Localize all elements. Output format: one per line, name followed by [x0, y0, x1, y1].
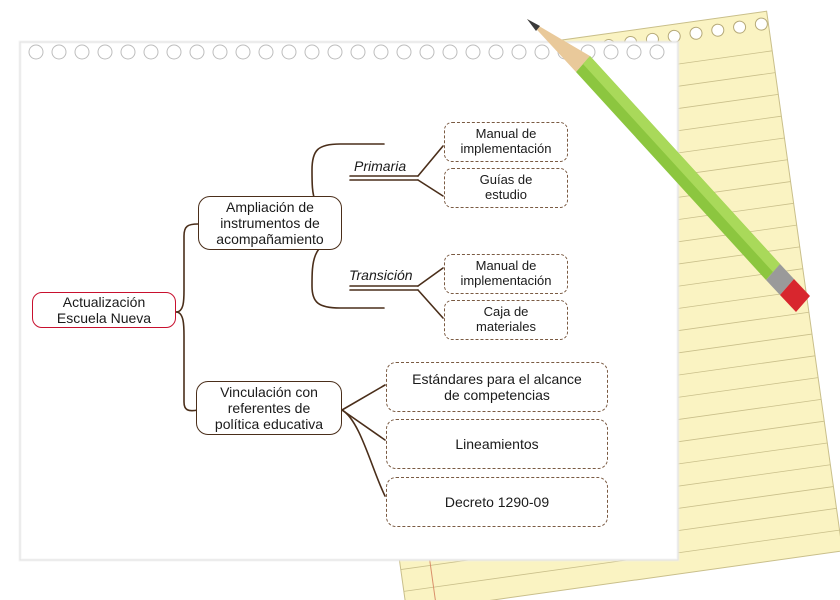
binding-hole	[120, 44, 136, 60]
binding-hole	[212, 44, 228, 60]
binding-hole	[189, 44, 205, 60]
binding-hole	[442, 44, 458, 60]
branch-ampliacion-node: Ampliación de instrumentos de acompañami…	[198, 196, 342, 250]
leaf-primaria-guias: Guías de estudio	[444, 168, 568, 208]
binding-hole	[166, 44, 182, 60]
binding-hole	[511, 44, 527, 60]
binding-hole	[74, 44, 90, 60]
binding-hole	[51, 44, 67, 60]
binding-hole	[649, 44, 665, 60]
leaf-primaria-manual: Manual de implementación	[444, 122, 568, 162]
label-transicion: Transición	[349, 267, 413, 283]
binding-hole	[626, 44, 642, 60]
binding-hole	[603, 44, 619, 60]
binding-hole	[235, 44, 251, 60]
leaf-transicion-manual: Manual de implementación	[444, 254, 568, 294]
binding-hole	[419, 44, 435, 60]
binding-hole	[327, 44, 343, 60]
binding-hole	[396, 44, 412, 60]
binding-hole	[304, 44, 320, 60]
binding-hole	[488, 44, 504, 60]
leaf-transicion-caja: Caja de materiales	[444, 300, 568, 340]
pencil-icon	[527, 19, 810, 312]
leaf-estandares: Estándares para el alcance de competenci…	[386, 362, 608, 412]
leaf-decreto: Decreto 1290-09	[386, 477, 608, 527]
binding-hole	[373, 44, 389, 60]
binding-hole	[281, 44, 297, 60]
binding-hole	[534, 44, 550, 60]
binding-hole	[97, 44, 113, 60]
label-primaria: Primaria	[354, 158, 407, 174]
binding-hole	[465, 44, 481, 60]
connector-lines	[175, 143, 444, 497]
leaf-lineamientos: Lineamientos	[386, 419, 608, 469]
branch-vinculacion-node: Vinculación con referentes de política e…	[196, 381, 342, 435]
root-node: Actualización Escuela Nueva	[32, 292, 176, 328]
binding-hole	[350, 44, 366, 60]
sheet-binding-holes	[28, 44, 665, 60]
binding-hole	[258, 44, 274, 60]
binding-hole	[143, 44, 159, 60]
binding-hole	[28, 44, 44, 60]
